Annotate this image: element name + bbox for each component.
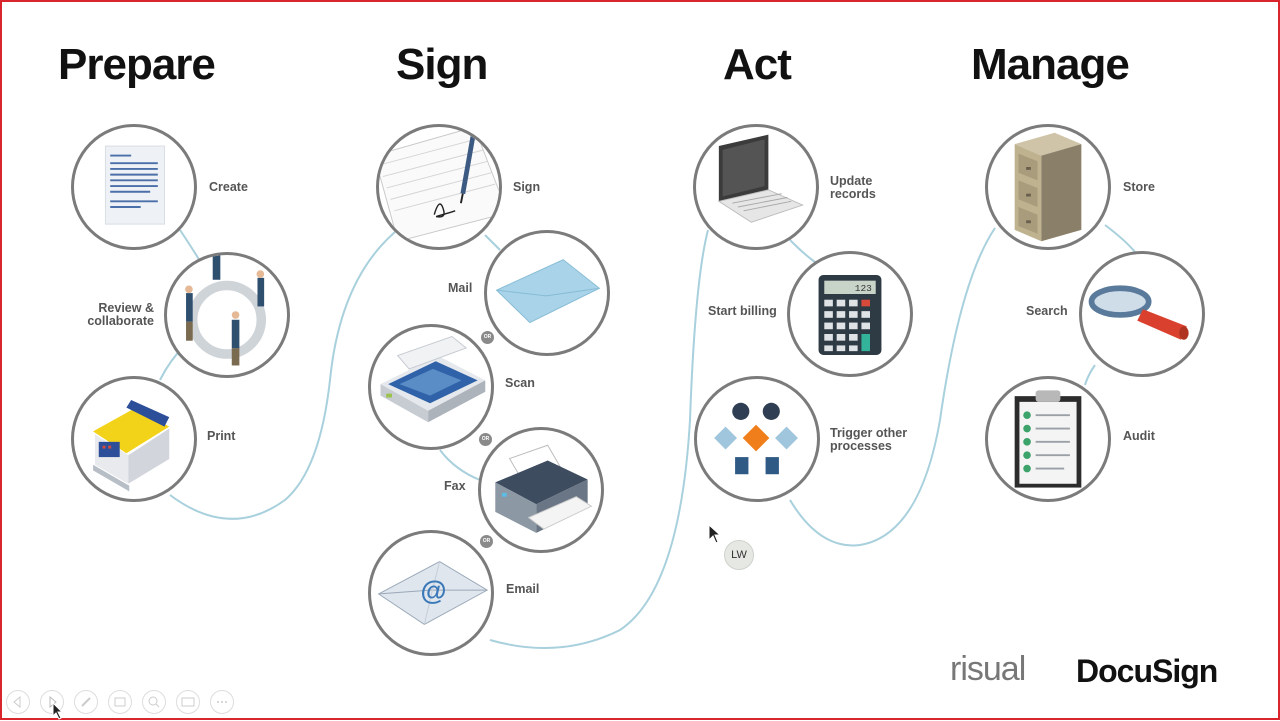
email-circle: @ [368,530,494,656]
label-trigger: Trigger other processes [830,426,908,453]
label-audit: Audit [1123,429,1155,443]
or-separator-2: OR [479,433,492,446]
heading-manage: Manage [971,40,1130,89]
or-separator-3: OR [480,535,493,548]
slides-icon[interactable] [108,690,132,714]
prev-icon[interactable] [6,690,30,714]
heading-prepare: Prepare [58,40,216,89]
magnifier-icon [1088,285,1189,340]
process-flow-icon [714,402,798,475]
email-envelope-icon: @ [377,561,489,625]
billing-circle: 123 [787,251,913,377]
subtitles-icon[interactable] [176,690,200,714]
label-billing: Start billing [708,304,777,318]
label-email: Email [506,582,540,596]
label-print: Print [207,429,236,443]
sign-circle [376,124,502,250]
label-mail: Mail [448,281,473,295]
pen-signature-icon [379,127,499,242]
trigger-circle [694,376,820,502]
people-icon [185,255,267,366]
calculator-icon: 123 [818,274,882,355]
zoom-icon[interactable] [142,690,166,714]
label-sign: Sign [513,180,541,194]
fax-printer-icon [495,444,593,533]
store-circle [985,124,1111,250]
pen-icon[interactable] [74,690,98,714]
create-circle [71,124,197,250]
svg-text:@: @ [421,576,447,606]
or-separator-1: OR [481,331,494,344]
laptop-icon [717,134,804,223]
printer-icon [93,399,170,492]
scan-circle [368,324,494,450]
label-search: Search [1026,304,1068,318]
audit-circle [985,376,1111,502]
review-circle [164,252,290,378]
presenter-avatar[interactable]: LW [724,540,754,570]
docusign-logo: DocuSign [1076,653,1218,689]
document-icon [104,145,165,225]
clipboard-checklist-icon [1014,390,1082,488]
update-circle [693,124,819,250]
label-store: Store [1123,180,1155,194]
label-scan: Scan [505,376,535,390]
heading-sign: Sign [396,40,488,89]
search-circle [1079,251,1205,377]
envelope-icon [495,259,601,324]
more-icon[interactable] [210,690,234,714]
label-create: Create [209,180,248,194]
svg-text:123: 123 [855,283,872,294]
mouse-pointer-icon [708,524,722,544]
fax-circle [478,427,604,553]
filing-cabinet-icon [1014,132,1082,242]
print-circle [71,376,197,502]
label-review: Review & collaborate [87,301,154,328]
scanner-icon [380,335,486,423]
label-fax: Fax [444,479,466,493]
toolbar-pointer-icon [52,702,64,720]
heading-act: Act [723,40,792,89]
mail-circle [484,230,610,356]
risual-logo: risual [950,650,1026,688]
label-update: Update records [830,174,876,201]
slideshow-toolbar [6,690,234,714]
